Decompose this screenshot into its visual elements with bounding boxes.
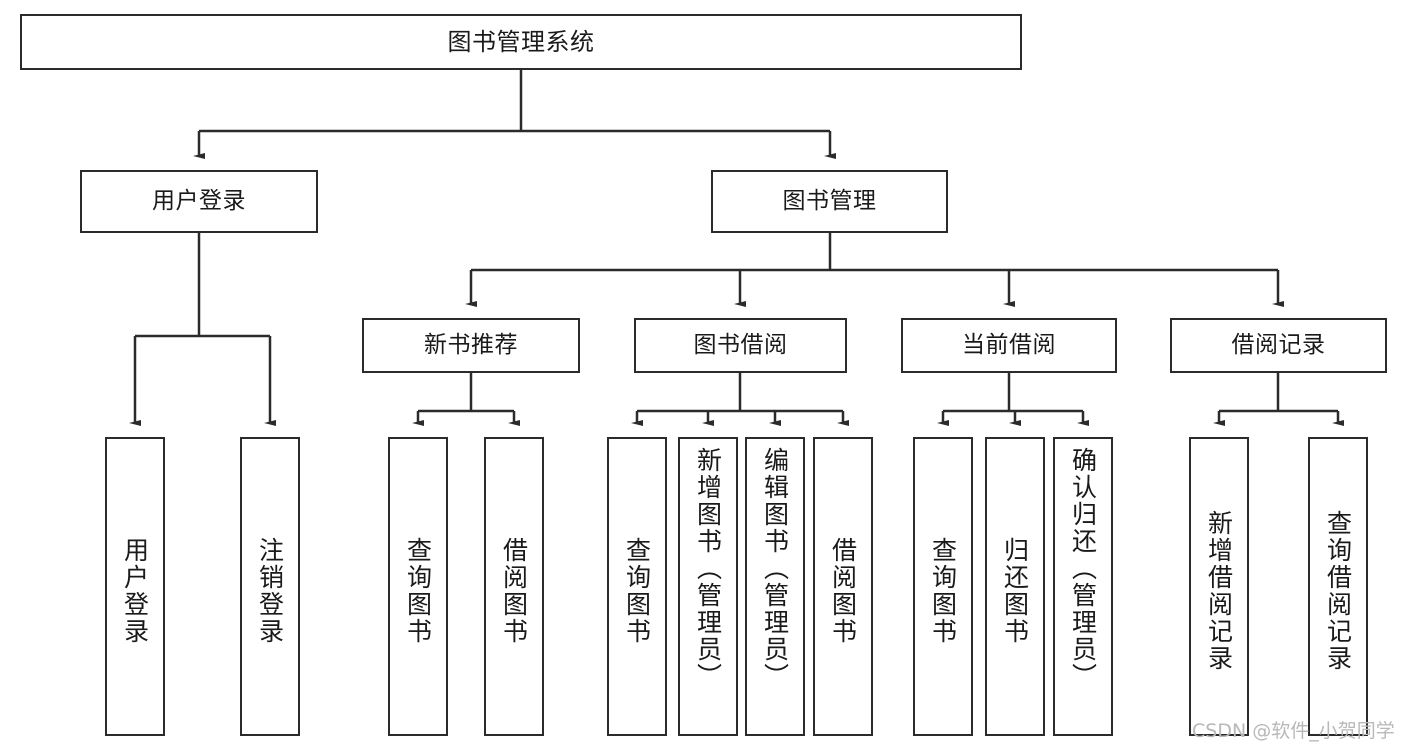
node-leaf-add-record[interactable]: 新增借阅记录 — [1189, 437, 1249, 736]
node-leaf-borrow-book-2-label: 借阅图书 — [828, 536, 858, 645]
node-leaf-add-book-label: 新增图书（管理员） — [693, 447, 723, 690]
node-leaf-user-login[interactable]: 用户登录 — [105, 437, 165, 736]
node-leaf-add-book[interactable]: 新增图书（管理员） — [678, 437, 738, 736]
node-current-borrow-label: 当前借阅 — [962, 331, 1056, 358]
node-leaf-query-book-3-label: 查询图书 — [928, 536, 958, 645]
node-user-login[interactable]: 用户登录 — [80, 170, 318, 233]
node-leaf-confirm-return-label: 确认归还（管理员） — [1068, 447, 1098, 690]
node-leaf-query-book-2-label: 查询图书 — [622, 536, 652, 645]
node-leaf-user-login-label: 用户登录 — [120, 536, 150, 645]
watermark: CSDN @软件_小贺同学 — [1192, 720, 1395, 742]
node-book-borrow[interactable]: 图书借阅 — [634, 318, 847, 373]
node-root[interactable]: 图书管理系统 — [20, 14, 1022, 70]
node-book-borrow-label: 图书借阅 — [693, 331, 788, 358]
node-root-label: 图书管理系统 — [447, 27, 595, 56]
node-leaf-borrow-book-1-label: 借阅图书 — [499, 536, 529, 645]
node-leaf-query-record[interactable]: 查询借阅记录 — [1308, 437, 1368, 736]
node-leaf-confirm-return[interactable]: 确认归还（管理员） — [1053, 437, 1113, 736]
node-leaf-query-book-2[interactable]: 查询图书 — [607, 437, 667, 736]
node-borrow-record[interactable]: 借阅记录 — [1170, 318, 1387, 373]
node-leaf-edit-book-label: 编辑图书（管理员） — [760, 447, 790, 690]
node-leaf-edit-book[interactable]: 编辑图书（管理员） — [745, 437, 805, 736]
node-leaf-logout[interactable]: 注销登录 — [240, 437, 300, 736]
node-leaf-query-book-1[interactable]: 查询图书 — [388, 437, 448, 736]
node-book-manage[interactable]: 图书管理 — [711, 170, 948, 233]
node-new-book-recommend-label: 新书推荐 — [424, 331, 518, 358]
node-leaf-query-record-label: 查询借阅记录 — [1323, 509, 1353, 672]
node-current-borrow[interactable]: 当前借阅 — [901, 318, 1117, 373]
node-leaf-borrow-book-2[interactable]: 借阅图书 — [813, 437, 873, 736]
node-leaf-query-book-1-label: 查询图书 — [403, 536, 433, 645]
node-new-book-recommend[interactable]: 新书推荐 — [362, 318, 580, 373]
node-book-manage-label: 图书管理 — [782, 187, 877, 214]
node-leaf-query-book-3[interactable]: 查询图书 — [913, 437, 973, 736]
node-leaf-logout-label: 注销登录 — [255, 536, 285, 645]
node-user-login-label: 用户登录 — [152, 187, 246, 214]
node-leaf-return-book-label: 归还图书 — [1000, 536, 1030, 645]
node-leaf-return-book[interactable]: 归还图书 — [985, 437, 1045, 736]
node-leaf-borrow-book-1[interactable]: 借阅图书 — [484, 437, 544, 736]
node-borrow-record-label: 借阅记录 — [1231, 331, 1326, 358]
node-leaf-add-record-label: 新增借阅记录 — [1204, 509, 1234, 672]
